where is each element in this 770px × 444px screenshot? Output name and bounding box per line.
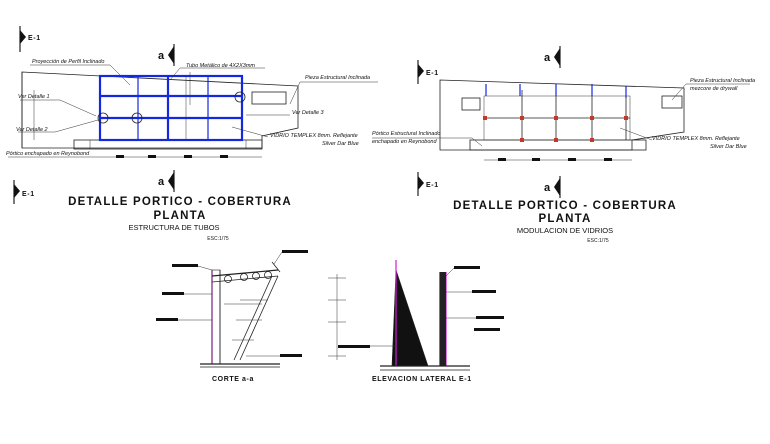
right-plan-drawing: E-1 E-1 a a	[372, 46, 755, 244]
section-marker-e1-top-left: E-1	[19, 26, 41, 52]
section-marker-label: a	[544, 52, 551, 64]
elevacion-lateral-drawing: ELEVACION LATERAL E-1	[338, 260, 504, 383]
section-marker-label: E-1	[426, 182, 439, 189]
elevacion-label: ELEVACION LATERAL E-1	[372, 376, 472, 383]
corte-label: CORTE a-a	[212, 376, 254, 383]
section-marker-a-top-left: a	[158, 44, 175, 66]
label-vidrio-color: Silver Dar Blue	[322, 141, 359, 147]
label-ver-detalle-3: Ver Detalle 3	[292, 110, 325, 116]
label-portico-sub-right: enchapado en Reynobond	[372, 139, 437, 145]
label-portico-right: Pórtico Estructural Inclinado	[372, 131, 440, 137]
section-marker-a-top-right: a	[544, 46, 561, 68]
corte-section-drawing: CORTE a-a	[156, 250, 346, 383]
label-proyeccion: Proyección de Perfil Inclinado	[32, 59, 104, 65]
section-marker-e1-top-right: E-1	[417, 60, 439, 84]
label-pieza: Pieza Estructural Inclinada	[305, 75, 370, 81]
left-scale: ESC:1/75	[207, 236, 229, 242]
section-marker-e1-bottom-left: E-1	[13, 180, 35, 204]
section-marker-label: a	[158, 176, 165, 188]
section-marker-label: E-1	[28, 35, 41, 42]
label-vidrio: VIDRIO TEMPLEX 8mm. Reflejante	[270, 133, 358, 139]
left-title: DETALLE PORTICO - COBERTURA	[68, 196, 292, 208]
section-marker-a-bottom-right: a	[544, 176, 561, 198]
section-marker-label: E-1	[22, 191, 35, 198]
label-portico: Pórtico enchapado en Reynobond	[6, 151, 90, 157]
left-caption: ESTRUCTURA DE TUBOS	[128, 223, 219, 232]
section-marker-label: a	[158, 50, 165, 62]
left-plan-drawing: E-1 E-1 a a	[6, 26, 378, 242]
label-vidrio-color-right: Silver Dar Blue	[710, 144, 747, 150]
label-ver-detalle-1: Ver Detalle 1	[18, 94, 50, 100]
right-title: DETALLE PORTICO - COBERTURA	[453, 200, 677, 212]
label-ver-detalle-2: Ver Detalle 2	[16, 127, 48, 133]
label-vidrio-right: VIDRIO TEMPLEX 8mm. Reflejante	[652, 136, 740, 142]
label-tubo: Tubo Metálico de 4X2X3mm	[186, 63, 255, 69]
left-subtitle: PLANTA	[154, 210, 207, 222]
label-pieza-right: Pieza Estructural Inclinada	[690, 78, 755, 84]
section-marker-label: a	[544, 182, 551, 194]
right-subtitle: PLANTA	[539, 213, 592, 225]
section-marker-e1-bottom-right: E-1	[417, 172, 439, 196]
right-caption: MODULACION DE VIDRIOS	[517, 226, 613, 235]
section-marker-a-bottom-left: a	[158, 170, 175, 192]
right-scale: ESC:1/75	[587, 238, 609, 244]
structural-nodes	[483, 116, 628, 142]
section-marker-label: E-1	[426, 70, 439, 77]
label-pieza-sub-right: mezcore de drywall	[690, 86, 738, 92]
